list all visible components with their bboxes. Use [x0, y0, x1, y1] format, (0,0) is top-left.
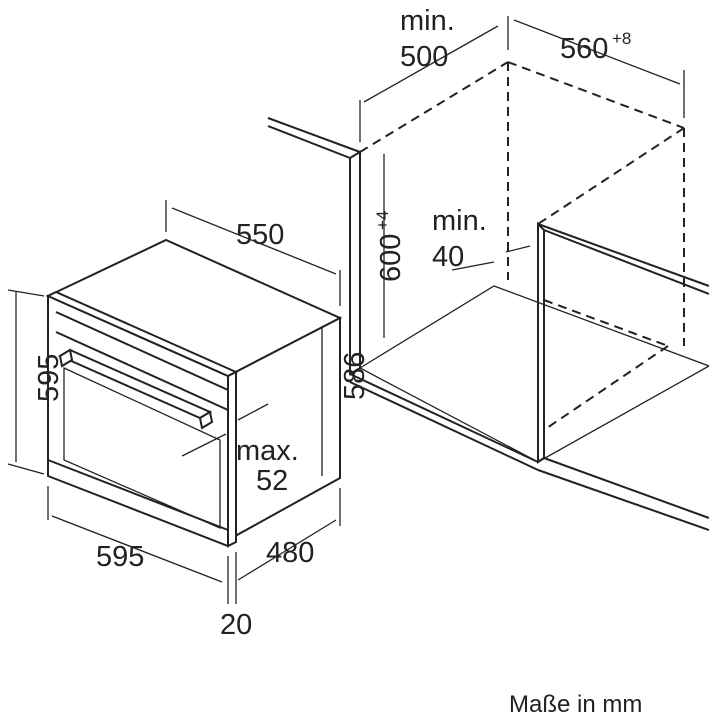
cabinet-top-edge-lower [267, 125, 351, 159]
niche-dash-top-left [359, 61, 509, 153]
label-oven-depth: 550 [236, 219, 284, 251]
units-note: Maße in mm [509, 691, 642, 718]
label-oven-height: 595 [33, 354, 65, 402]
label-cabinet-width-tolerance: +8 [612, 29, 631, 48]
cabinet-left-panel [349, 150, 361, 376]
niche-floor [358, 285, 709, 463]
oven-control-strip-upper [55, 311, 229, 391]
label-min-500-line1: min. [400, 5, 455, 37]
oven-handle [57, 348, 214, 430]
niche-floor-right-edge [537, 469, 709, 531]
niche-floor-front-edge-2 [349, 381, 539, 471]
niche-dash-top-right [537, 127, 685, 225]
cabinet-right-panel [537, 221, 545, 464]
oven-door-window [63, 366, 221, 529]
cabinet-right-top-edge-inner [543, 229, 709, 295]
niche-dash-floor-right [543, 345, 669, 431]
niche-floor-right-edge-2 [543, 457, 709, 519]
label-cabinet-width: 560 [560, 33, 608, 65]
label-cabinet-height-tolerance: +4 [373, 211, 392, 230]
oven-control-strip-lower [55, 331, 229, 411]
label-cabinet-height-group: 600 +4 [373, 211, 407, 282]
label-min-500-line2: 500 [400, 41, 448, 73]
oven [45, 238, 343, 548]
oven-front-frame-side [227, 370, 237, 548]
label-oven-body-depth: 480 [266, 537, 314, 569]
cabinet-top-edge-upper [267, 117, 361, 153]
niche-dash-floor-back [543, 299, 669, 347]
label-max-52-line2: 52 [256, 465, 288, 497]
label-min-40-line1: min. [432, 205, 487, 237]
label-cabinet-height: 600 [375, 234, 407, 282]
niche-dash-top-back [507, 61, 685, 129]
label-oven-width: 595 [96, 541, 144, 573]
label-max-52-line1: max. [236, 435, 299, 467]
dimension-lines [7, 16, 685, 604]
label-min-40-line2: 40 [432, 241, 464, 273]
niche-dash-corner [537, 457, 545, 463]
label-oven-body-height: 586 [339, 352, 371, 400]
cabinet-niche [267, 61, 709, 531]
cabinet-right-top-edge [537, 223, 709, 287]
oven-door-bottom-line [47, 459, 229, 531]
niche-floor-front-edge [349, 373, 539, 463]
label-front-thickness: 20 [220, 609, 252, 641]
